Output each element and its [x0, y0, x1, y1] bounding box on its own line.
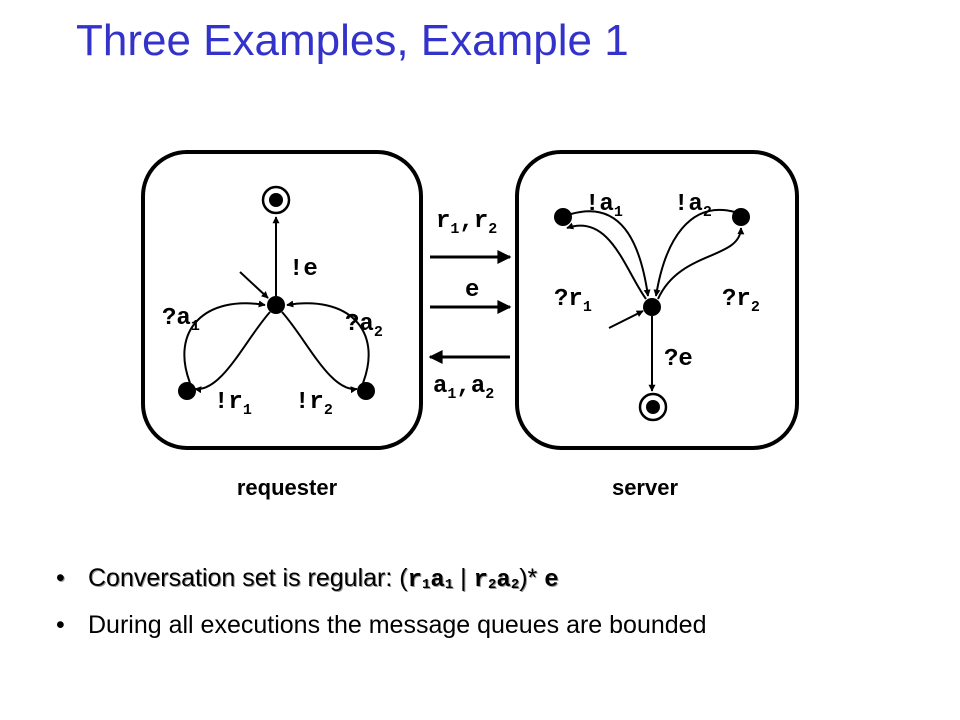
server-label-recv-e: ?e — [664, 346, 693, 373]
requester-state-right — [357, 382, 375, 400]
server-edge-send-a2 — [653, 209, 736, 297]
bullet-dot: • — [56, 611, 65, 639]
bullet-item-queues-bounded: • During all executions the message queue… — [50, 605, 706, 645]
requester-label-send-r1: !r1 — [214, 389, 252, 419]
slide-title: Three Examples, Example 1 — [76, 16, 629, 65]
requester-edge-send-r2 — [281, 311, 358, 394]
token-r1: r1 — [407, 567, 431, 594]
bullet-text-prefix: Conversation set is regular: ( — [88, 564, 408, 592]
requester-final-state-core — [269, 193, 283, 207]
requester-initial-state — [267, 296, 285, 314]
server-label-send-a2: !a2 — [674, 191, 712, 221]
requester-final-state — [261, 185, 291, 215]
server-final-state-core — [646, 400, 660, 414]
bullet-text: During all executions the message queues… — [88, 611, 707, 639]
requester-label-send-r2: !r2 — [295, 389, 333, 419]
server-edge-recv-r1 — [566, 222, 647, 300]
token-e: e — [544, 567, 559, 594]
server-label-recv-r2: ?r2 — [722, 286, 760, 316]
server-state-left — [554, 208, 572, 226]
bullet-list: • Conversation set is regular: (r1a1 | r2… — [50, 558, 706, 645]
requester-start-arrow — [239, 271, 269, 299]
server-initial-state — [643, 298, 661, 316]
requester-label-recv-a1: ?a1 — [162, 305, 200, 335]
requester-edge-recv-a2 — [286, 300, 370, 384]
server-final-state — [638, 392, 668, 422]
requester-label-send-e: !e — [289, 256, 318, 283]
server-edge-send-a1 — [570, 210, 651, 297]
channel-label-to-server-2: e — [465, 277, 479, 304]
channel-label-to-server-1: r1,r2 — [436, 208, 497, 238]
server-start-arrow — [608, 310, 644, 329]
requester-caption: requester — [237, 475, 338, 500]
requester-edge-recv-a1 — [183, 300, 266, 384]
bullet-text-suffix: )* — [519, 564, 545, 592]
server-label-send-a1: !a1 — [585, 191, 623, 221]
server-edge-recv-r2 — [657, 227, 745, 300]
bullet-dot: • — [56, 564, 65, 592]
token-a2: a2 — [496, 567, 520, 594]
server-caption: server — [612, 475, 679, 500]
requester-state-left — [178, 382, 196, 400]
token-a1: a1 — [430, 567, 454, 594]
bullet-item-conversation-set: • Conversation set is regular: (r1a1 | r2… — [50, 558, 706, 605]
requester-edge-send-r1 — [194, 311, 271, 394]
token-r2: r2 — [473, 567, 497, 594]
server-state-right — [732, 208, 750, 226]
server-label-recv-r1: ?r1 — [554, 286, 592, 316]
bullet-text-bar: | — [453, 564, 474, 592]
channel-label-to-requester: a1,a2 — [433, 373, 494, 403]
requester-label-recv-a2: ?a2 — [345, 311, 383, 341]
